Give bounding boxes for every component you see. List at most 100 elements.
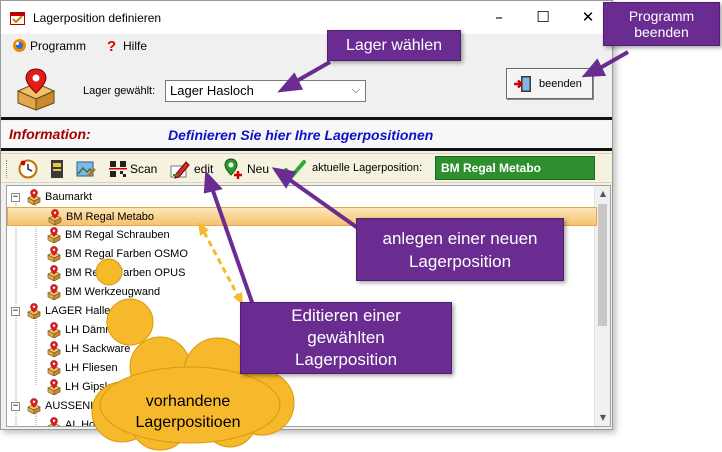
- tree-item-label: AUSSENLAGER: [45, 400, 128, 412]
- tree-item[interactable]: BM Werkzeugwand: [7, 283, 597, 302]
- box-pin-icon: [47, 246, 61, 262]
- callout-edit: Editieren einer gewählten Lagerposition: [240, 302, 452, 374]
- app-globe-icon: [13, 39, 26, 52]
- scan-button-label: Scan: [130, 162, 158, 176]
- tree-item[interactable]: AL Holz: [7, 416, 597, 427]
- callout-programm-beenden-line2: beenden: [634, 24, 689, 40]
- lager-select[interactable]: Lager Hasloch ⌵: [165, 80, 366, 102]
- current-position-field: BM Regal Metabo: [435, 156, 595, 180]
- callout-lager-waehlen: Lager wählen: [327, 30, 461, 61]
- warehouse-box-pin-icon: [16, 68, 56, 111]
- box-pin-icon: [47, 227, 61, 243]
- box-pin-icon: [47, 322, 61, 338]
- book-icon: [51, 160, 63, 178]
- box-pin-icon: [27, 398, 41, 414]
- current-position-label: aktuelle Lagerposition:: [312, 162, 423, 174]
- tree-item-label: AL Holz: [65, 419, 104, 427]
- checkmark-icon: [284, 160, 306, 179]
- tree-item-label: LH Fliesen: [65, 362, 118, 374]
- divider-bottom: [1, 148, 612, 151]
- qr-scan-icon: [109, 161, 127, 177]
- tree-connector-lines: [15, 201, 37, 426]
- box-pin-icon: [47, 379, 61, 395]
- tree-item-label: BM Regal Farben OPUS: [65, 267, 186, 279]
- end-button[interactable]: beenden: [506, 68, 593, 99]
- image-edit-icon: [76, 161, 96, 177]
- tree-item[interactable]: LH Gipskarton: [7, 378, 597, 397]
- tree-item[interactable]: LH Sackware: [7, 340, 597, 359]
- maximize-button[interactable]: ☐: [536, 8, 550, 26]
- callout-edit-line3: Lagerposition: [294, 350, 398, 369]
- tree-item-label: LH Dämmung: [65, 324, 133, 336]
- lager-label: Lager gewählt:: [83, 85, 156, 97]
- callout-neu-line1: anlegen einer neuen: [382, 228, 538, 248]
- scan-button[interactable]: Scan: [109, 158, 157, 180]
- callout-edit-line2: gewählten: [307, 328, 385, 347]
- info-label: Information:: [9, 126, 91, 142]
- clock-icon: [18, 159, 38, 179]
- tree-item-label: BM Regal Metabo: [66, 211, 155, 223]
- tree-item[interactable]: BM Regal Farben OSMO: [7, 245, 597, 264]
- box-pin-icon: [27, 303, 41, 319]
- box-pin-icon: [48, 209, 62, 225]
- box-pin-icon: [47, 284, 61, 300]
- new-button-label: Neu: [247, 162, 270, 176]
- box-pin-icon: [47, 360, 61, 376]
- menu-bar: Programm ? Hilfe: [1, 34, 612, 56]
- tree-item-label: Baumarkt: [45, 191, 93, 203]
- box-pin-icon: [47, 341, 61, 357]
- tree-item-label: BM Regal Farben OSMO: [65, 248, 188, 260]
- book-button[interactable]: [47, 158, 67, 180]
- toolbar-grip[interactable]: [6, 160, 9, 178]
- scroll-up-icon[interactable]: ▲: [599, 189, 607, 198]
- help-question-icon: ?: [107, 38, 116, 53]
- callout-programm-beenden: Programm beenden: [603, 2, 720, 46]
- scroll-down-icon[interactable]: ▼: [599, 413, 607, 422]
- menu-programm-label: Programm: [30, 38, 87, 53]
- cloud-caption: vorhandene Lagerpositioen: [118, 391, 258, 433]
- collapse-toggle-icon[interactable]: −: [11, 306, 20, 316]
- tree-item[interactable]: BM Regal Farben OPUS: [7, 264, 597, 283]
- tree-item[interactable]: BM Regal Schrauben: [7, 226, 597, 245]
- box-pin-icon: [47, 265, 61, 281]
- cloud-caption-line2: Lagerpositioen: [135, 414, 241, 431]
- box-pin-icon: [27, 189, 41, 205]
- add-location-icon: [224, 158, 242, 179]
- tree-group-node[interactable]: − Baumarkt: [7, 188, 597, 207]
- tree-scrollbar[interactable]: ▲ ▼: [594, 186, 610, 426]
- title-bar: Lagerposition definieren – ☐ ✕: [1, 1, 612, 34]
- tree-group-node[interactable]: − AUSSENLAGER: [7, 397, 597, 416]
- info-text: Definieren Sie hier Ihre Lagerpositionen: [168, 127, 434, 143]
- scroll-thumb[interactable]: [598, 204, 607, 326]
- box-pin-icon: [47, 417, 61, 426]
- collapse-toggle-icon[interactable]: −: [11, 401, 20, 411]
- callout-neu: anlegen einer neuen Lagerposition: [356, 218, 564, 281]
- close-button[interactable]: ✕: [581, 8, 595, 26]
- checkmark-button[interactable]: [284, 158, 306, 180]
- menu-hilfe[interactable]: ? Hilfe: [105, 38, 147, 53]
- app-calendar-icon: [10, 12, 25, 25]
- edit-button[interactable]: edit: [169, 158, 213, 180]
- tree-item-label: LH Sackware: [65, 343, 131, 355]
- lager-select-value: Lager Hasloch: [170, 83, 254, 98]
- exit-door-icon: [514, 75, 531, 92]
- menu-hilfe-label: Hilfe: [123, 38, 148, 53]
- callout-edit-line1: Editieren einer: [291, 306, 401, 325]
- cloud-caption-line1: vorhandene: [145, 393, 231, 410]
- new-button[interactable]: Neu: [222, 158, 269, 180]
- callout-programm-beenden-line1: Programm: [628, 8, 695, 24]
- clock-button[interactable]: [17, 158, 39, 180]
- tree-item-label: BM Werkzeugwand: [65, 286, 161, 298]
- minimize-button[interactable]: –: [495, 8, 503, 26]
- collapse-toggle-icon[interactable]: −: [11, 192, 20, 202]
- tree-group-node[interactable]: −LAGER Halle: [7, 302, 597, 321]
- info-bar: Information: Definieren Sie hier Ihre La…: [1, 121, 612, 148]
- menu-programm[interactable]: Programm: [12, 38, 86, 53]
- chevron-down-icon: ⌵: [351, 83, 360, 96]
- image-button[interactable]: [75, 158, 97, 180]
- callout-neu-line2: Lagerposition: [408, 251, 512, 271]
- edit-button-label: edit: [194, 162, 214, 176]
- end-button-label: beenden: [539, 77, 582, 90]
- divider-top: [1, 117, 612, 120]
- edit-pencil-icon: [170, 161, 190, 179]
